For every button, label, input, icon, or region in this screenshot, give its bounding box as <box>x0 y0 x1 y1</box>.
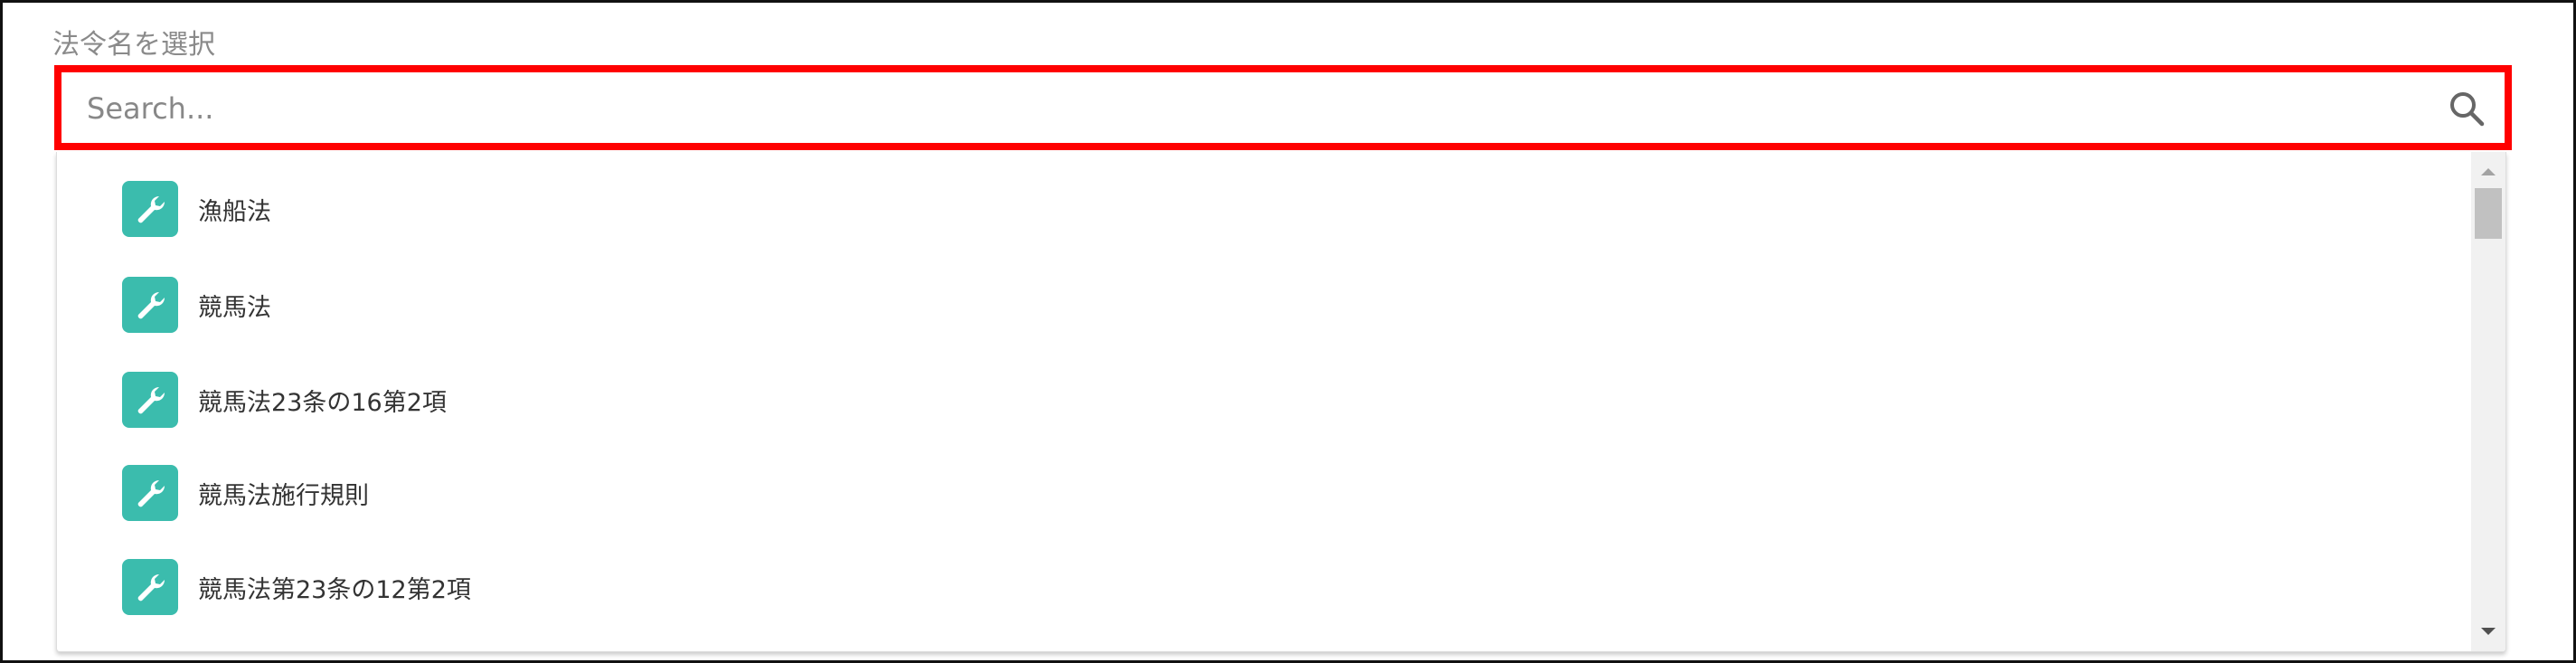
list-item[interactable]: 競馬法 <box>122 276 271 334</box>
list-item[interactable]: 競馬法施行規則 <box>122 464 369 522</box>
list-item[interactable]: 競馬法第23条の12第2項 <box>122 558 471 616</box>
list-item-label: 競馬法第23条の12第2項 <box>198 575 471 604</box>
scroll-down-arrow-icon[interactable] <box>2481 628 2496 635</box>
list-item[interactable]: 競馬法23条の16第2項 <box>122 371 447 429</box>
wrench-icon <box>122 277 178 333</box>
wrench-icon <box>122 559 178 615</box>
search-icon[interactable] <box>2447 89 2486 128</box>
list-item-label: 競馬法施行規則 <box>198 481 369 510</box>
list-item-label: 漁船法 <box>198 197 271 226</box>
search-box[interactable] <box>54 65 2512 150</box>
list-item[interactable]: 漁船法 <box>122 180 271 238</box>
scroll-up-arrow-icon[interactable] <box>2481 168 2496 175</box>
list-item-label: 競馬法 <box>198 293 271 322</box>
scrollbar-thumb[interactable] <box>2475 188 2502 239</box>
list-item-label: 競馬法23条の16第2項 <box>198 388 447 417</box>
wrench-icon <box>122 465 178 521</box>
dropdown-list: 漁船法競馬法競馬法23条の16第2項競馬法施行規則競馬法第23条の12第2項 <box>56 152 2506 652</box>
wrench-icon <box>122 372 178 428</box>
field-label: 法令名を選択 <box>52 29 215 61</box>
search-input[interactable] <box>85 81 2403 136</box>
scrollbar[interactable] <box>2471 152 2505 651</box>
wrench-icon <box>122 181 178 237</box>
